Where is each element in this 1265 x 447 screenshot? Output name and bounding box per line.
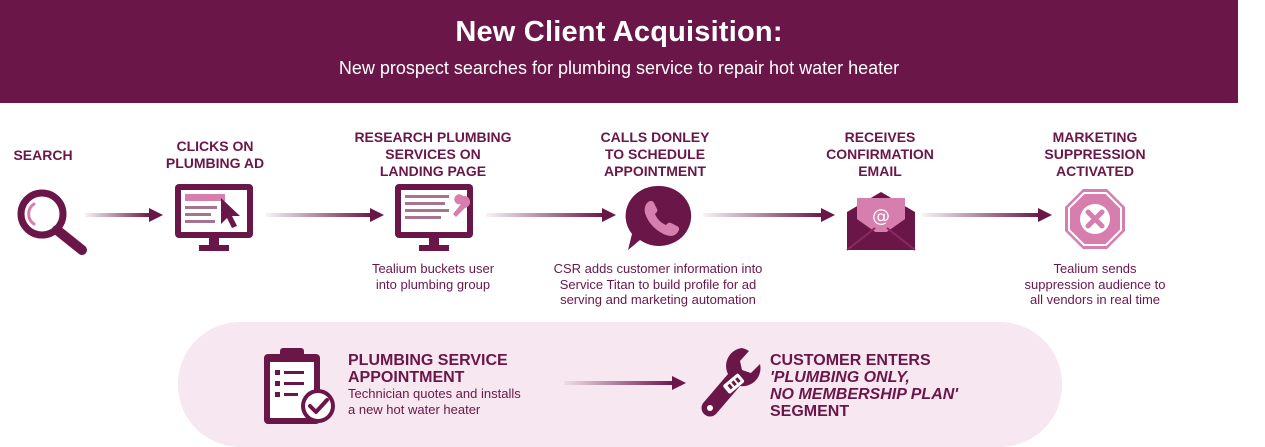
appointment-title: PLUMBING SERVICE APPOINTMENT (348, 352, 508, 386)
monitor-cursor-icon (175, 184, 253, 251)
step-calls-note: CSR adds customer information into Servi… (553, 261, 763, 307)
step-calls-label: CALLS DONLEY TO SCHEDULE APPOINTMENT (600, 129, 710, 179)
envelope-at-icon: @ (846, 192, 916, 251)
step-clicks-ad-label: CLICKS ON PLUMBING AD (165, 138, 265, 171)
appointment-description: Technician quotes and installs a new hot… (348, 386, 521, 417)
flow-arrow (486, 208, 616, 222)
flow-arrow (266, 208, 384, 222)
flow-arrow (564, 376, 686, 390)
flow-arrow (922, 208, 1052, 222)
stop-x-icon (1065, 189, 1125, 249)
phone-bubble-icon (625, 185, 692, 250)
page-title: New Client Acquisition: (455, 16, 783, 48)
flow-arrow (85, 208, 163, 222)
step-email-label: RECEIVES CONFIRMATION EMAIL (826, 129, 934, 179)
step-research-note: Tealium buckets user into plumbing group (371, 261, 495, 292)
segment-title: CUSTOMER ENTERS 'PLUMBING ONLY, NO MEMBE… (770, 352, 959, 420)
magnifier-icon (17, 189, 87, 255)
wrench-icon (701, 348, 761, 417)
flow-arrow (703, 208, 835, 222)
page-subtitle: New prospect searches for plumbing servi… (338, 58, 900, 78)
header-banner: New Client Acquisition: New prospect sea… (0, 0, 1238, 103)
step-suppression-label: MARKETING SUPPRESSION ACTIVATED (1044, 129, 1146, 179)
clipboard-check-icon (264, 348, 335, 424)
svg-text:@: @ (872, 206, 890, 227)
step-search-label: SEARCH (13, 147, 73, 163)
step-research-label: RESEARCH PLUMBING SERVICES ON LANDING PA… (354, 129, 512, 179)
step-suppression-note: Tealium sends suppression audience to al… (1024, 261, 1166, 307)
monitor-wrench-icon (395, 184, 473, 251)
